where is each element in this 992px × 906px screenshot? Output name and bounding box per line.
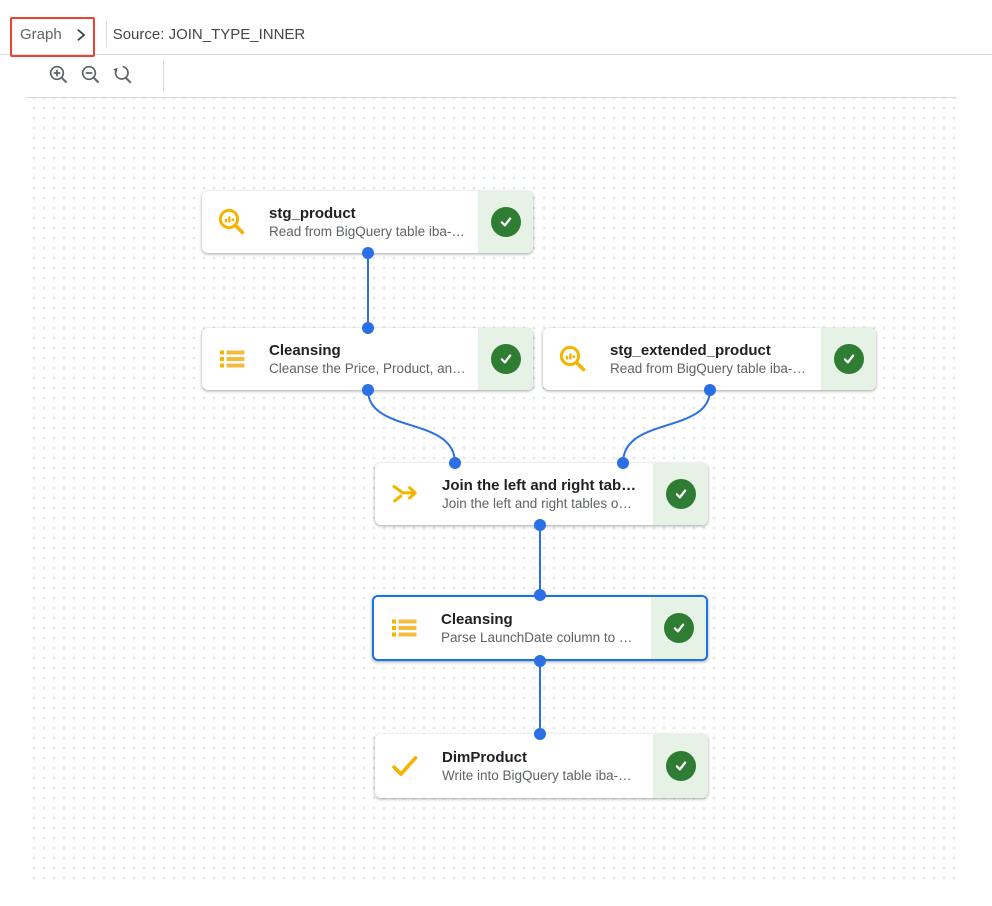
node-title: Cleansing [269, 341, 341, 359]
node-text: stg_extended_product Read from BigQuery … [610, 341, 821, 378]
node-title: Cleansing [441, 610, 513, 628]
status-section [653, 463, 708, 525]
node-cleansing-2-selected[interactable]: Cleansing Parse LaunchDate column to … [372, 595, 708, 661]
status-section [478, 328, 533, 390]
node-title: DimProduct [442, 748, 528, 766]
breadcrumb-divider [105, 21, 107, 47]
port-cleansing1-in[interactable] [362, 322, 374, 334]
node-text: Cleansing Parse LaunchDate column to … [441, 610, 651, 647]
port-cleansing2-in[interactable] [534, 589, 546, 601]
zoom-reset-button[interactable] [110, 63, 136, 89]
check-circle-icon [663, 613, 694, 643]
bigquery-read-icon [215, 206, 249, 238]
check-circle-icon [490, 344, 521, 374]
breadcrumb-item-source: Source: JOIN_TYPE_INNER [112, 25, 306, 43]
zoom-out-button[interactable] [78, 63, 104, 89]
port-stgproduct-out[interactable] [362, 247, 374, 259]
zoom-out-icon [78, 62, 104, 91]
status-section [478, 191, 533, 253]
zoom-in-button[interactable] [46, 63, 72, 89]
node-stg-product[interactable]: stg_product Read from BigQuery table iba… [202, 191, 533, 253]
list-icon [387, 612, 421, 644]
check-circle-icon [490, 207, 521, 237]
node-text: Join the left and right tab… Join the le… [442, 476, 653, 513]
check-circle-icon [665, 479, 696, 509]
node-subtitle: Read from BigQuery table iba-… [610, 360, 806, 376]
breadcrumb-item-graph[interactable]: Graph [20, 25, 62, 43]
graph-canvas[interactable]: stg_product Read from BigQuery table iba… [26, 97, 957, 887]
node-subtitle: Join the left and right tables o… [442, 495, 632, 511]
status-section [651, 597, 706, 659]
write-check-icon [388, 751, 422, 781]
port-dimproduct-in[interactable] [534, 728, 546, 740]
node-subtitle: Write into BigQuery table iba-… [442, 767, 632, 783]
node-subtitle: Cleanse the Price, Product, an… [269, 360, 466, 376]
chevron-right-icon [74, 28, 88, 42]
node-text: DimProduct Write into BigQuery table iba… [442, 748, 653, 785]
node-join[interactable]: Join the left and right tab… Join the le… [375, 463, 708, 525]
check-circle-icon [665, 751, 696, 781]
status-section [653, 734, 708, 798]
node-dimproduct[interactable]: DimProduct Write into BigQuery table iba… [375, 734, 708, 798]
port-join-in-left[interactable] [449, 457, 461, 469]
zoom-reset-icon [110, 62, 136, 91]
check-circle-icon [833, 344, 864, 374]
graph-toolbar [0, 56, 164, 96]
node-text: Cleansing Cleanse the Price, Product, an… [269, 341, 478, 378]
node-subtitle: Read from BigQuery table iba-… [269, 223, 465, 239]
port-join-in-right[interactable] [617, 457, 629, 469]
node-cleansing-1[interactable]: Cleansing Cleanse the Price, Product, an… [202, 328, 533, 390]
edge-stgextended-to-join [622, 389, 711, 464]
edge-cleansing1-to-join [367, 389, 456, 464]
port-cleansing2-out[interactable] [534, 655, 546, 667]
status-section [821, 328, 876, 390]
list-icon [215, 343, 249, 375]
port-stgextended-out[interactable] [704, 384, 716, 396]
node-stg-extended-product[interactable]: stg_extended_product Read from BigQuery … [543, 328, 876, 390]
node-title: stg_product [269, 204, 356, 222]
node-subtitle: Parse LaunchDate column to … [441, 629, 633, 645]
breadcrumb: Graph Source: JOIN_TYPE_INNER [0, 0, 992, 55]
port-join-out[interactable] [534, 519, 546, 531]
node-text: stg_product Read from BigQuery table iba… [269, 204, 478, 241]
bigquery-read-icon [556, 343, 590, 375]
join-icon [388, 479, 422, 509]
port-cleansing1-out[interactable] [362, 384, 374, 396]
node-title: stg_extended_product [610, 341, 771, 359]
zoom-in-icon [46, 62, 72, 91]
node-title: Join the left and right tab… [442, 476, 637, 494]
toolbar-divider [163, 59, 164, 93]
